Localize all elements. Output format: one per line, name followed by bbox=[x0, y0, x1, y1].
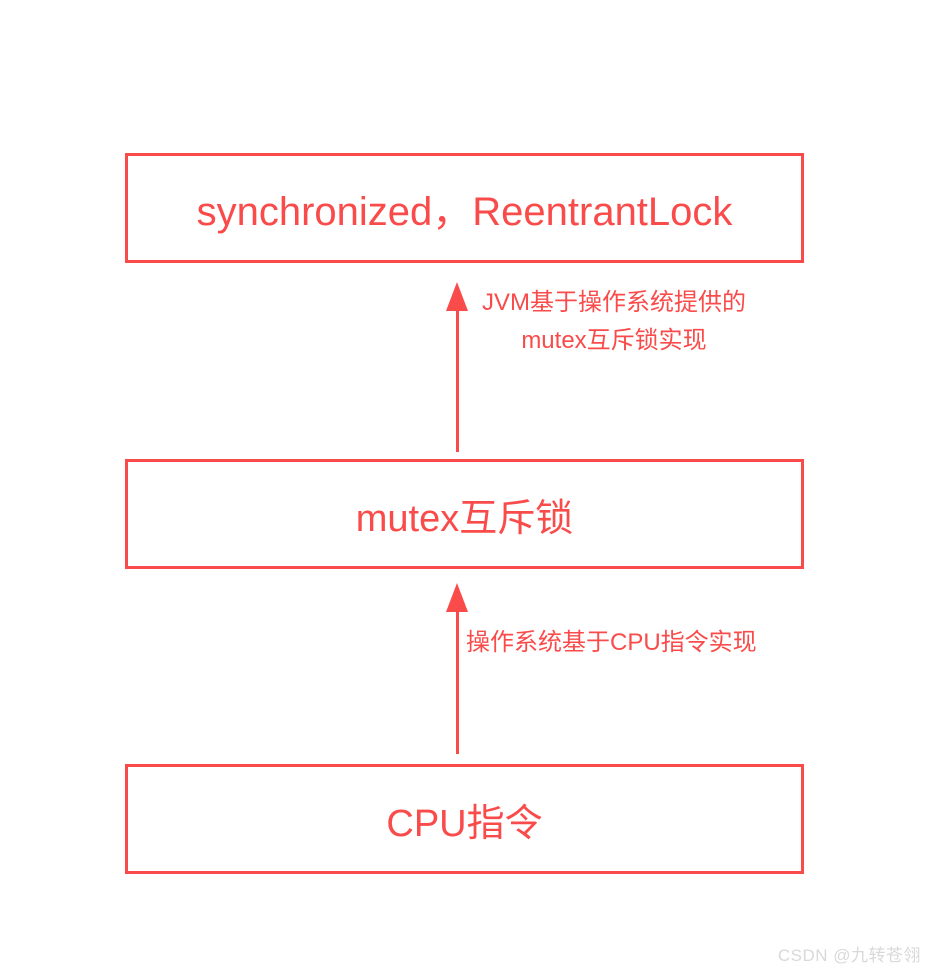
box-mutex: mutex互斥锁 bbox=[125, 459, 804, 569]
arrow-label-line: 操作系统基于CPU指令实现 bbox=[466, 629, 757, 656]
arrow-mutex-to-jvm-label: JVM基于操作系统提供的 mutex互斥锁实现 bbox=[464, 284, 764, 360]
box-synchronized-reentrantlock-label: synchronized，ReentrantLock bbox=[196, 190, 733, 234]
arrow-line bbox=[456, 608, 459, 754]
box-cpu: CPU指令 bbox=[125, 764, 804, 874]
arrow-up-icon bbox=[446, 282, 468, 311]
csdn-watermark: CSDN @九转苍翎 bbox=[777, 946, 921, 965]
arrow-up-icon bbox=[446, 583, 468, 612]
arrow-label-line: mutex互斥锁实现 bbox=[521, 327, 707, 354]
arrow-cpu-to-mutex-label: 操作系统基于CPU指令实现 bbox=[466, 624, 757, 662]
box-synchronized-reentrantlock: synchronized，ReentrantLock bbox=[125, 153, 804, 263]
box-cpu-label: CPU指令 bbox=[386, 802, 543, 845]
box-mutex-label: mutex互斥锁 bbox=[355, 497, 574, 540]
arrow-line bbox=[456, 307, 459, 452]
arrow-label-line: JVM基于操作系统提供的 bbox=[482, 289, 746, 316]
